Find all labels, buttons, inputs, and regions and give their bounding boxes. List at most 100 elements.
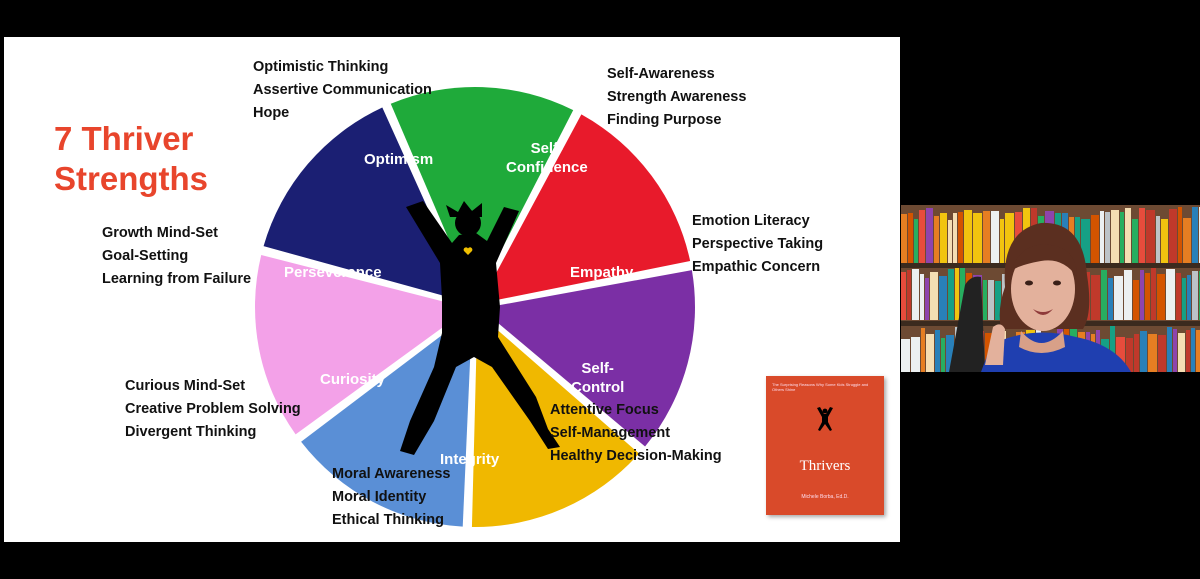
book-spine xyxy=(1132,219,1138,263)
book-spine xyxy=(1075,217,1080,263)
book-spine xyxy=(925,278,929,320)
skill-item: Self-Management xyxy=(550,425,671,441)
skill-item: Perspective Taking xyxy=(692,236,824,252)
book-spine xyxy=(926,208,933,263)
book-spine xyxy=(901,272,906,320)
segment-label-curiosity: Curiosity xyxy=(320,370,385,389)
speaker-silhouette xyxy=(949,222,1131,372)
book-spine xyxy=(1140,270,1144,320)
segment-label-self-confidence: Self- Confidence xyxy=(506,139,588,177)
figure-body xyxy=(400,201,560,455)
book-spine xyxy=(1151,268,1156,320)
book-spine xyxy=(1186,330,1190,372)
skill-item: Creative Problem Solving xyxy=(125,401,301,417)
skill-item: Divergent Thinking xyxy=(125,424,257,440)
webcam-video-tile xyxy=(901,205,1200,372)
label-text: Integrity xyxy=(440,451,500,468)
book-spine xyxy=(1146,210,1155,263)
book-spine xyxy=(1182,278,1186,320)
wheel-segment-integrity xyxy=(301,312,473,527)
optimism-skills: Optimistic Thinking Assertive Communicat… xyxy=(253,56,432,125)
label-text: Optimism xyxy=(364,151,434,168)
book-spine xyxy=(1187,275,1191,320)
book-spine xyxy=(1005,213,1014,263)
title-line-2: Strengths xyxy=(54,160,209,197)
curiosity-skills: Curious Mind-Set Creative Problem Solvin… xyxy=(125,375,301,444)
skill-item: Goal-Setting xyxy=(102,248,189,264)
book-spine xyxy=(1178,333,1185,372)
skill-item: Finding Purpose xyxy=(607,112,722,128)
wheel-segment-perseverance xyxy=(263,107,471,304)
book-spine xyxy=(983,280,987,320)
jumping-figure-silhouette xyxy=(400,201,560,455)
book-cover-image: The Surprising Reasons Why Some Kids Str… xyxy=(766,376,884,515)
segment-label-integrity: Integrity xyxy=(440,450,499,469)
label-text: Curiosity xyxy=(320,371,386,388)
book-spine xyxy=(908,213,913,263)
integrity-skills: Moral Awareness Moral Identity Ethical T… xyxy=(332,463,450,532)
book-title: Thrivers xyxy=(799,458,851,474)
book-spine xyxy=(901,339,910,372)
book-tagline: The Surprising Reasons Why Some Kids Str… xyxy=(772,382,869,392)
book-spine xyxy=(1156,216,1160,263)
book-spine xyxy=(1105,212,1110,263)
skill-item: Optimistic Thinking xyxy=(253,59,389,75)
book-spine xyxy=(907,270,911,320)
book-spine xyxy=(940,213,947,263)
book-spine xyxy=(1139,208,1145,263)
book-spine xyxy=(1000,219,1004,263)
book-spine xyxy=(1125,208,1131,263)
segment-label-empathy: Empathy xyxy=(570,263,633,282)
skill-item: Curious Mind-Set xyxy=(125,378,246,394)
empathy-skills: Emotion Literacy Perspective Taking Empa… xyxy=(692,210,823,279)
skill-item: Ethical Thinking xyxy=(332,512,444,528)
wheel-segment-self-confidence xyxy=(479,114,691,304)
book-spine xyxy=(958,212,963,263)
skill-item: Self-Awareness xyxy=(607,66,715,82)
book-spine xyxy=(1192,271,1198,320)
book-spine xyxy=(911,337,920,372)
book-spine xyxy=(930,272,938,320)
segment-label-perseverance: Perseverance xyxy=(284,263,382,282)
book-spine xyxy=(1110,326,1115,372)
skill-item: Moral Identity xyxy=(332,489,427,505)
slide-title: 7 Thriver Strengths xyxy=(54,119,208,199)
book-spine xyxy=(919,210,925,263)
book-spine xyxy=(1183,218,1191,263)
book-spine xyxy=(991,211,999,263)
book-spine xyxy=(901,214,907,263)
book-spine xyxy=(964,210,972,263)
book-spine xyxy=(1169,209,1177,263)
book-spine xyxy=(920,274,924,320)
book-spine xyxy=(1101,270,1107,320)
book-spine xyxy=(953,213,957,263)
book-spine xyxy=(995,281,1001,320)
book-spine xyxy=(1081,219,1090,263)
segment-label-optimism: Optimism xyxy=(364,150,433,169)
book-spine xyxy=(921,328,925,372)
skill-item: Learning from Failure xyxy=(102,271,252,287)
title-line-1: 7 Thriver xyxy=(54,120,194,157)
book-spine xyxy=(1173,329,1177,372)
book-spine xyxy=(1111,210,1119,263)
book-spine xyxy=(1196,330,1200,372)
book-spine xyxy=(1166,269,1175,320)
book-figure-icon xyxy=(817,407,833,431)
book-spine xyxy=(941,338,945,372)
book-spine xyxy=(1091,215,1099,263)
book-spine xyxy=(926,334,934,372)
skill-item: Strength Awareness xyxy=(607,89,747,105)
self-control-skills: Attentive Focus Self-Management Healthy … xyxy=(550,399,722,468)
book-spine xyxy=(955,268,959,320)
book-spine xyxy=(1134,334,1139,372)
book-spine xyxy=(988,280,994,320)
figure-hair xyxy=(446,201,482,217)
book-spine xyxy=(1157,274,1165,320)
book-spine xyxy=(1126,338,1133,372)
book-spine xyxy=(1167,327,1172,372)
label-text: Empathy xyxy=(570,264,634,281)
book-spine xyxy=(912,269,919,320)
book-spine xyxy=(935,330,940,372)
book-spine xyxy=(946,335,954,372)
skill-item: Hope xyxy=(253,105,290,121)
